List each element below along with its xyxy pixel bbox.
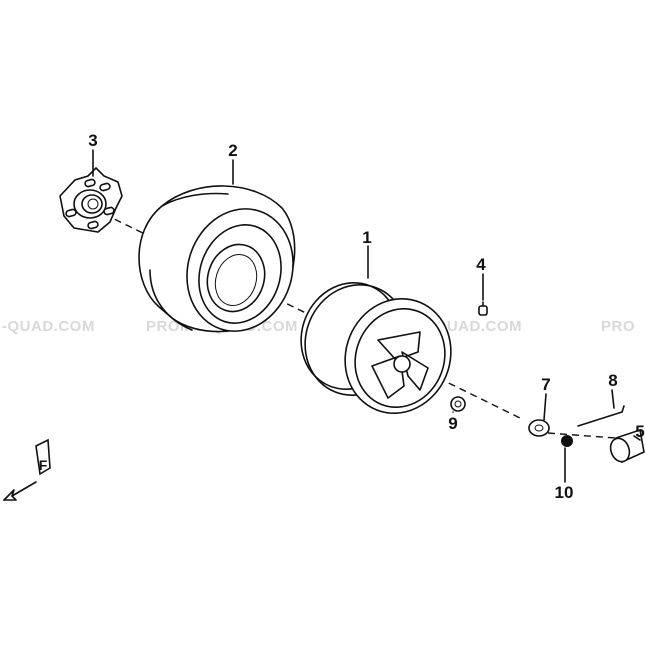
nut-part [561, 435, 573, 447]
callout-8: 8 [608, 371, 617, 390]
hub-part [59, 166, 123, 233]
callout-3: 3 [88, 131, 97, 150]
front-direction-marker: F [3, 438, 51, 501]
spacer-part [450, 396, 466, 412]
callout-1: 1 [362, 228, 371, 247]
callout-7: 7 [541, 375, 550, 394]
leader-5 [633, 435, 641, 441]
callout-9: 9 [448, 414, 457, 433]
watermark-4: PRO [601, 318, 635, 335]
cotter-pin-part [577, 405, 625, 427]
watermark-1: -QUAD.COM [2, 318, 95, 335]
callout-2: 2 [228, 141, 237, 160]
front-label: F [39, 457, 48, 473]
tire-part [138, 185, 296, 333]
callout-4: 4 [476, 255, 486, 274]
callout-10: 10 [555, 483, 574, 502]
valve-part [478, 301, 488, 316]
callout-5: 5 [635, 422, 644, 441]
leader-7 [543, 393, 547, 421]
washer-part [528, 419, 550, 437]
leader-8 [611, 389, 615, 409]
rim-part [300, 282, 452, 414]
cap-centerline [547, 432, 617, 439]
